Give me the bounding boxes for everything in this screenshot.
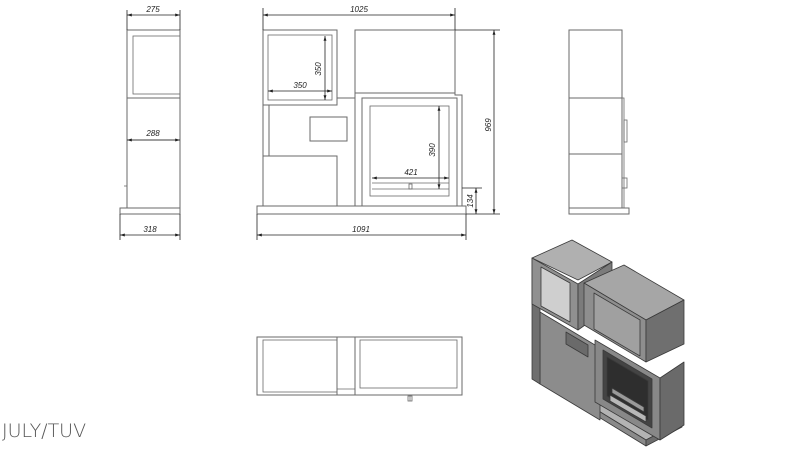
dim-side-base-depth: 318 xyxy=(143,225,157,234)
dim-front-top-width: 1025 xyxy=(350,5,368,14)
dim-firebox-width: 421 xyxy=(404,168,417,177)
side-view-left: 275 288 318 xyxy=(119,5,181,240)
dim-side-mid-depth: 288 xyxy=(145,129,160,138)
dim-base-height: 134 xyxy=(466,194,475,208)
dim-side-top-depth: 275 xyxy=(145,5,160,14)
dim-shelf-width: 350 xyxy=(293,81,307,90)
top-view xyxy=(256,336,463,402)
front-view: 1025 350 350 421 390 969 134 1091 xyxy=(256,5,500,240)
dim-firebox-height: 390 xyxy=(428,143,437,157)
product-label: JULY/TUV xyxy=(2,420,87,442)
dim-total-height: 969 xyxy=(484,118,493,132)
isometric-view xyxy=(531,239,685,447)
side-view-right xyxy=(568,29,630,215)
dim-front-base-width: 1091 xyxy=(352,225,370,234)
dim-shelf-height: 350 xyxy=(314,62,323,76)
